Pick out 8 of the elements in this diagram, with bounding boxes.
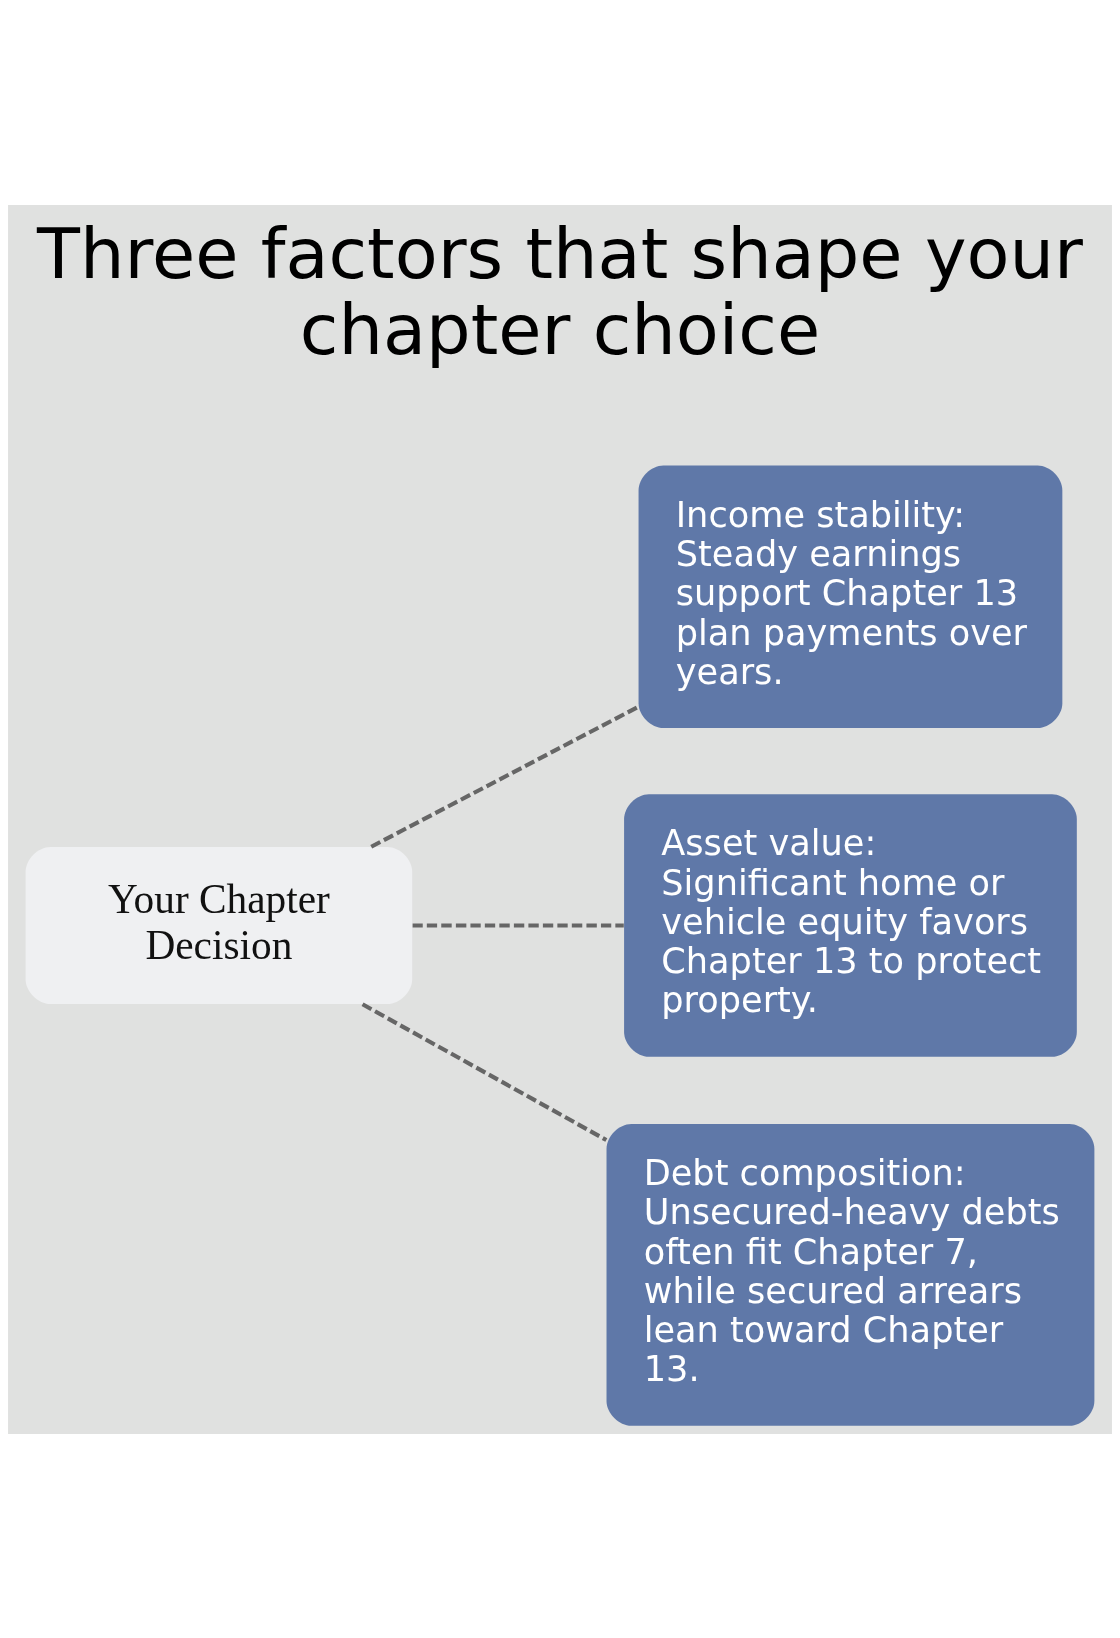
connector — [412, 922, 624, 927]
node-box: Asset value: Significant home or vehicle equity favors Chapter 13 to protect property. — [624, 793, 1077, 1057]
connector — [361, 1002, 608, 1142]
node-box: Income stability: Steady earnings support Chapter 13 plan payments over years. — [638, 465, 1063, 728]
node-box: Your Chapter Decision — [25, 846, 413, 1004]
connector — [370, 704, 640, 849]
diagram-title: Three factors that shape your chapter choice — [37, 212, 1083, 371]
node-box: Debt composition: Unsecured-heavy debts often fit Chapter 7, while secured arrears lean toward Chapter 13. — [606, 1123, 1095, 1426]
